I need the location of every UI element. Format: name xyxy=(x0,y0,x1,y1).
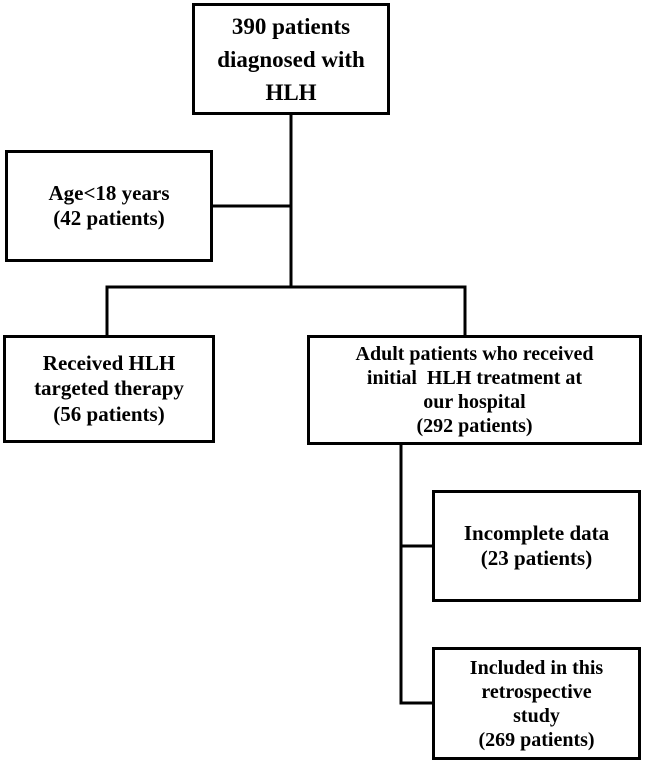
box-age-under-18: Age<18 years (42 patients) xyxy=(5,150,213,262)
box-received-targeted-therapy: Received HLH targeted therapy (56 patien… xyxy=(3,335,215,443)
box-line: Adult patients who received xyxy=(355,343,594,365)
box-adult-patients: Adult patients who received initial HLH … xyxy=(307,335,642,445)
box-diagnosed-hlh: 390 patients diagnosed with HLH xyxy=(192,3,390,115)
box-diagnosed-hlh-text: 390 patients diagnosed with HLH xyxy=(217,10,365,109)
box-adult-patients-text: Adult patients who received initial HLH … xyxy=(356,342,594,438)
box-line: our hospital xyxy=(423,391,526,413)
box-line: retrospective xyxy=(481,680,592,703)
box-line: Age<18 years xyxy=(48,180,170,205)
box-line: targeted therapy xyxy=(34,376,184,401)
box-line: (269 patients) xyxy=(478,728,595,751)
box-incomplete-data-text: Incomplete data (23 patients) xyxy=(464,521,609,571)
box-line: Received HLH xyxy=(42,351,176,376)
box-line: (42 patients) xyxy=(53,206,165,230)
box-included-in-study-text: Included in this retrospective study (26… xyxy=(470,656,603,752)
box-line: (292 patients) xyxy=(416,415,533,437)
box-line: Incomplete data xyxy=(463,520,610,545)
box-line: Included in this xyxy=(469,656,604,679)
box-line: 390 patients xyxy=(231,13,351,39)
box-line: (23 patients) xyxy=(480,546,593,570)
box-line: study xyxy=(513,704,560,727)
box-line: diagnosed with xyxy=(217,46,365,72)
box-line: initial HLH treatment at xyxy=(366,367,583,389)
box-line: (56 patients) xyxy=(53,401,165,426)
box-age-under-18-text: Age<18 years (42 patients) xyxy=(48,181,169,231)
box-incomplete-data: Incomplete data (23 patients) xyxy=(432,490,641,602)
box-received-targeted-therapy-text: Received HLH targeted therapy (56 patien… xyxy=(34,351,184,427)
box-included-in-study: Included in this retrospective study (26… xyxy=(432,647,641,760)
box-line: HLH xyxy=(265,79,317,105)
